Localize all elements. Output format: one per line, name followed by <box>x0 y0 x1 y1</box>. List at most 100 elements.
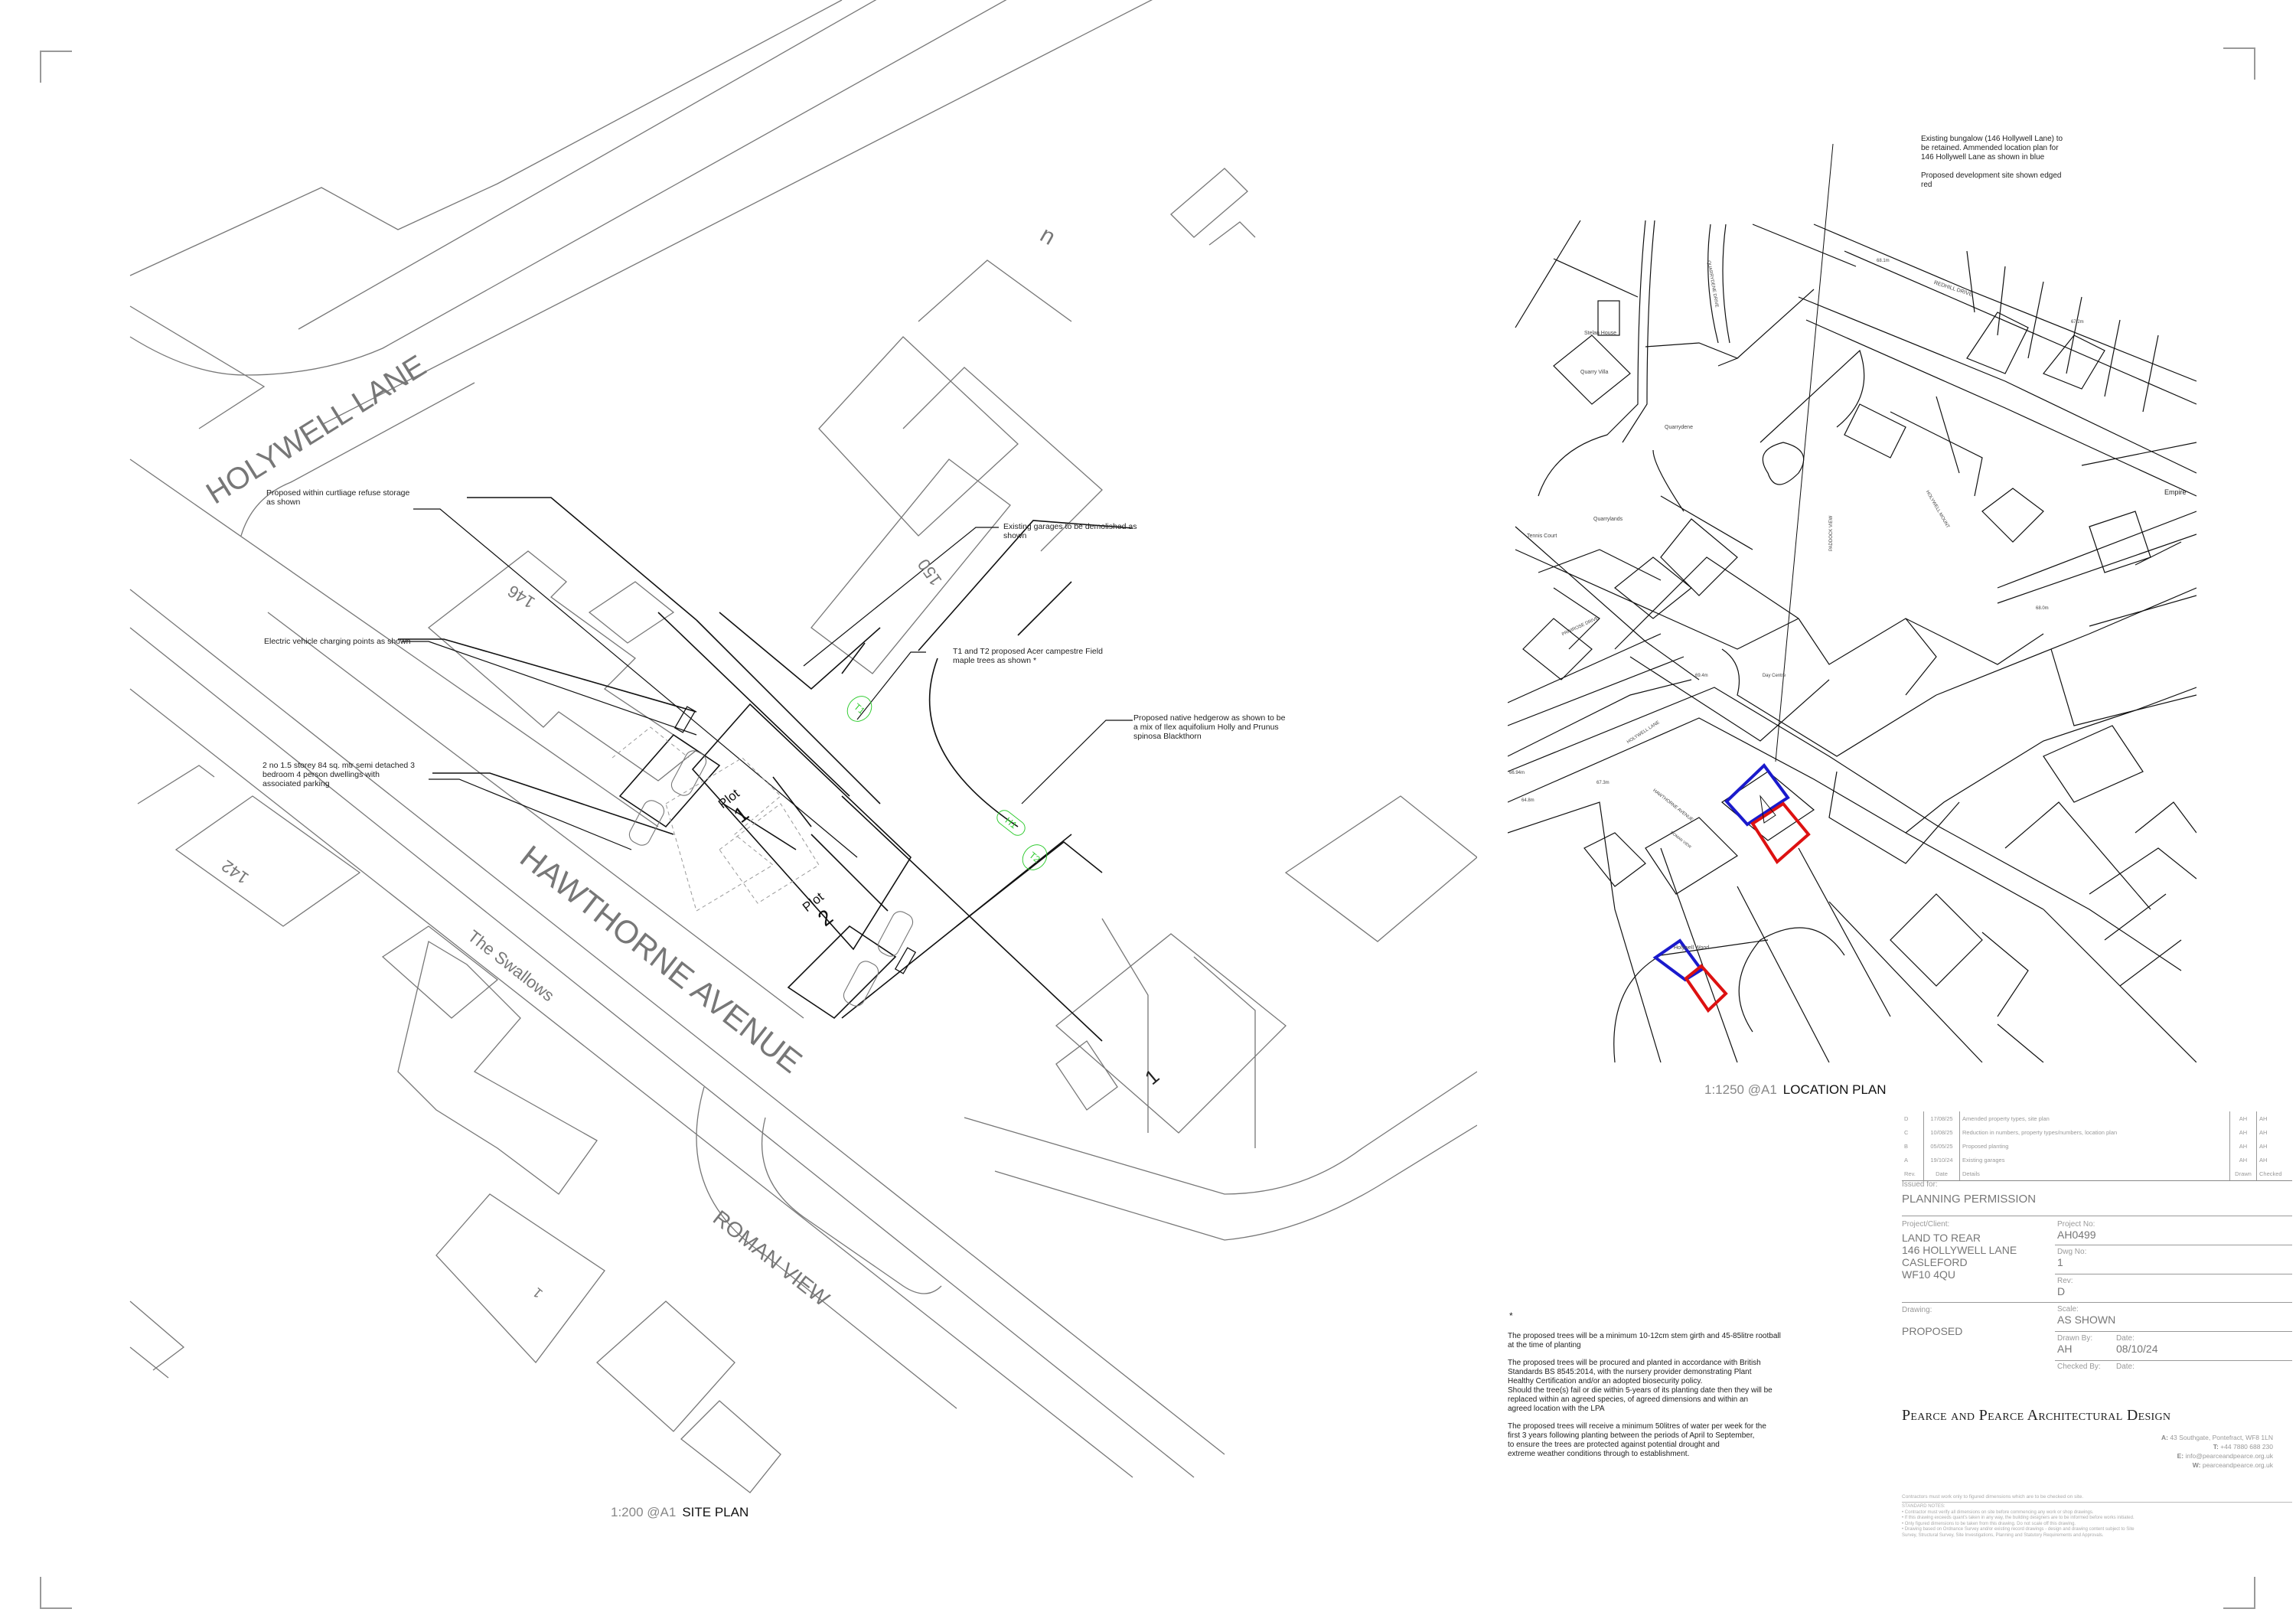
rev-header-checked: Checked <box>2256 1167 2292 1181</box>
crop-mark-top-right <box>2223 47 2255 80</box>
loc-label-quarry-villa: Quarry Villa <box>1580 370 1609 375</box>
rev-code: D <box>1904 1115 1909 1122</box>
rev-value: D <box>2057 1285 2066 1297</box>
planting-note-2: The proposed trees will be procured and … <box>1508 1359 1773 1413</box>
annotation-ev-charging: Electric vehicle charging points as show… <box>264 637 411 646</box>
divider <box>2055 1331 2292 1332</box>
hedge-tag-h1-label: H1 <box>1003 814 1019 831</box>
loc-spot-height-5: 67.3m <box>1596 781 1609 785</box>
standard-notes: STANDARD NOTES: • Contractor must verify… <box>1902 1504 2135 1538</box>
issued-for-value: PLANNING PERMISSION <box>1902 1193 2037 1206</box>
rev-header-details: Details <box>1959 1167 2230 1181</box>
divider <box>2055 1360 2292 1361</box>
crop-mark-top-left <box>40 51 72 83</box>
tree-tag-t1-label: T1 <box>852 701 867 716</box>
planting-notes: The proposed trees will be a minimum 10-… <box>1508 1332 1783 1467</box>
rev-details: Proposed planting <box>1959 1139 2230 1153</box>
email-value: info@pearceandpearce.org.uk <box>2185 1452 2273 1460</box>
contact-web: W: pearceandpearce.org.uk <box>2036 1460 2273 1470</box>
project-client-line-2: 146 HOLLYWELL LANE <box>1902 1244 2017 1256</box>
site-plan-heading: SITE PLAN <box>682 1505 749 1519</box>
crop-mark-bottom-right <box>2223 1577 2255 1609</box>
rev-block: Rev: D <box>2057 1277 2073 1297</box>
address-value: 43 Southgate, Pontefract, WF8 1LN <box>2170 1434 2273 1441</box>
dwg-no-block: Dwg No: 1 <box>2057 1248 2086 1268</box>
rev-code: A <box>1904 1156 1909 1163</box>
rev-drawn: AH <box>2229 1111 2257 1125</box>
loc-label-day-centre: Day Centre <box>1762 674 1786 678</box>
rev-header-drawn: Drawn <box>2229 1167 2257 1181</box>
rev-date: 17/08/25 <box>1923 1111 1960 1125</box>
project-client-line-1: LAND TO REAR <box>1902 1232 1981 1244</box>
loc-spot-height-6: 66.94m <box>1509 771 1525 775</box>
contact-email: E: info@pearceandpearce.org.uk <box>2036 1451 2273 1460</box>
loc-spot-height-3: 68.0m <box>2036 606 2049 611</box>
existing-bungalow-boundary <box>1652 938 1704 982</box>
tel-value: +44 7880 688 230 <box>2220 1443 2273 1451</box>
revision-row: D 17/08/25 Amended property types, site … <box>1902 1111 2292 1125</box>
divider <box>2055 1302 2292 1303</box>
loc-label-quarrylands: Quarrylands <box>1593 517 1623 522</box>
checked-by-block: Checked By: <box>2057 1363 2101 1371</box>
contractor-note: Contractors must work only to figured di… <box>1902 1494 2084 1500</box>
firm-contact: A: 43 Southgate, Pontefract, WF8 1LN T: … <box>2036 1433 2273 1470</box>
annotation-dwellings: 2 no 1.5 storey 84 sq. mtr semi detached… <box>263 761 416 788</box>
loc-spot-height-1: 68.1m <box>1877 259 1890 263</box>
site-plan-title: 1:200 @A1 SITE PLAN <box>611 1505 748 1520</box>
checked-date-block: Date: <box>2116 1363 2135 1371</box>
dwg-no-value: 1 <box>2057 1256 2063 1268</box>
project-no-value: AH0499 <box>2057 1229 2096 1241</box>
rev-code: B <box>1904 1142 1909 1150</box>
loc-label-holywell-wood: Holywell Wood <box>1674 945 1710 951</box>
loc-label-quarrydene: Quarrydene <box>1665 425 1693 430</box>
rev-drawn: AH <box>2229 1153 2257 1167</box>
rev-checked: AH <box>2256 1111 2292 1125</box>
rev-checked: AH <box>2256 1125 2292 1139</box>
development-site-boundary <box>1684 964 1728 1013</box>
dwg-no-label: Dwg No: <box>2057 1248 2087 1256</box>
scale-label: Scale: <box>2057 1305 2079 1314</box>
revision-header-row: Rev. Date Details Drawn Checked <box>1902 1167 2292 1181</box>
loc-spot-height-7: 64.8m <box>1521 798 1534 803</box>
tel-label: T: <box>2213 1443 2219 1451</box>
project-client-block: Project/Client: LAND TO REAR 146 HOLLYWE… <box>1902 1220 2017 1281</box>
rev-code: C <box>1904 1128 1909 1136</box>
contact-tel: T: +44 7880 688 230 <box>2036 1442 2273 1451</box>
site-plan-scale: 1:200 @A1 <box>611 1505 677 1519</box>
location-plan-note: Existing bungalow (146 Hollywell Lane) t… <box>1921 135 2063 189</box>
planting-note-3: The proposed trees will receive a minimu… <box>1508 1422 1766 1458</box>
issued-for-block: Issued for: PLANNING PERMISSION <box>1902 1180 2036 1206</box>
contact-address: A: 43 Southgate, Pontefract, WF8 1LN <box>2036 1433 2273 1442</box>
web-value: pearceandpearce.org.uk <box>2202 1461 2273 1469</box>
rev-details: Amended property types, site plan <box>1959 1111 2230 1125</box>
drawing-value: PROPOSED <box>1902 1325 1963 1337</box>
revision-row: B 05/05/25 Proposed planting AH AH <box>1902 1139 2292 1153</box>
site-plan-drawing: HOLYWELL LANE HAWTHORNE AVENUE ROMAN VIE… <box>129 0 1477 1520</box>
annotation-refuse-storage: Proposed within curtliage refuse storage… <box>266 488 410 507</box>
divider <box>1902 1302 2055 1303</box>
annotation-hedgerow: Proposed native hedgerow as shown to be … <box>1133 713 1286 741</box>
location-plan-linework <box>1508 220 2197 1062</box>
planting-asterisk: * <box>1509 1310 1513 1321</box>
planting-note-1: The proposed trees will be a minimum 10-… <box>1508 1332 1781 1349</box>
rev-drawn: AH <box>2229 1139 2257 1153</box>
rev-header-rev: Rev. <box>1902 1167 1924 1181</box>
loc-spot-height-2: 67.2m <box>2071 320 2084 325</box>
location-plan-scale: 1:1250 @A1 <box>1704 1082 1777 1097</box>
issued-for-label: Issued for: <box>1902 1180 1938 1189</box>
rev-label: Rev: <box>2057 1277 2073 1285</box>
annotation-garages: Existing garages to be demolished as sho… <box>1003 522 1137 540</box>
project-no-label: Project No: <box>2057 1220 2095 1229</box>
location-plan-map <box>1508 220 2197 1062</box>
drawn-by-label: Drawn By: <box>2057 1334 2093 1343</box>
rev-date: 19/10/24 <box>1923 1153 1960 1167</box>
divider <box>1902 1502 2292 1503</box>
loc-label-paddock-view: PADDOCK VIEW <box>1829 515 1834 551</box>
rev-details: Existing garages <box>1959 1153 2230 1167</box>
project-client-line-3: CASLEFORD <box>1902 1256 1968 1268</box>
revision-row: A 19/10/24 Existing garages AH AH <box>1902 1153 2292 1167</box>
scale-value: AS SHOWN <box>2057 1314 2116 1326</box>
site-plan-linework <box>129 0 1477 1493</box>
date-block: Date: 08/10/24 <box>2116 1334 2158 1355</box>
